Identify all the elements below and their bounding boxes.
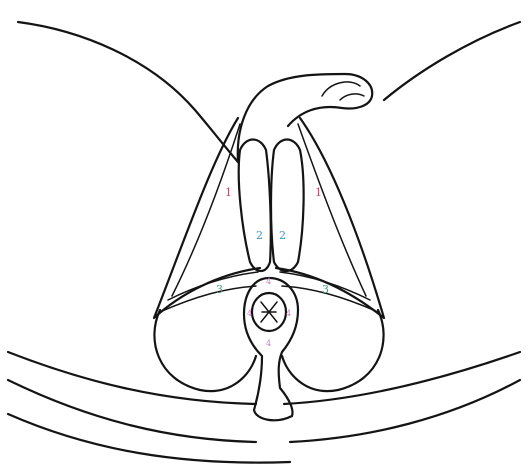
left-buttock-outline bbox=[18, 22, 238, 162]
label-1-left: 1 bbox=[225, 186, 232, 199]
label-4-left: 4 bbox=[247, 309, 252, 318]
label-3-left: 3 bbox=[216, 283, 223, 296]
lower-curve-2-right bbox=[290, 380, 520, 442]
left-inner-column bbox=[239, 140, 271, 272]
right-outer-triangle bbox=[276, 118, 384, 318]
label-2-right: 2 bbox=[279, 229, 286, 242]
label-4-bottom: 4 bbox=[266, 339, 271, 348]
left-outer-triangle-inner bbox=[172, 124, 240, 296]
shaft-outline bbox=[238, 74, 372, 162]
label-4-top: 4 bbox=[266, 277, 271, 286]
right-buttock-outline bbox=[384, 22, 520, 100]
lower-curve-3 bbox=[8, 414, 290, 463]
label-2-left: 2 bbox=[256, 229, 263, 242]
left-lower-lobe bbox=[154, 310, 256, 391]
label-3-right: 3 bbox=[322, 283, 329, 296]
central-ring bbox=[244, 278, 298, 420]
right-outer-triangle-inner bbox=[298, 124, 366, 296]
glans-fold bbox=[340, 94, 364, 100]
label-1-right: 1 bbox=[315, 186, 322, 199]
label-4-right: 4 bbox=[286, 309, 291, 318]
lower-curve-1-right bbox=[284, 352, 520, 404]
right-inner-column bbox=[271, 140, 304, 272]
